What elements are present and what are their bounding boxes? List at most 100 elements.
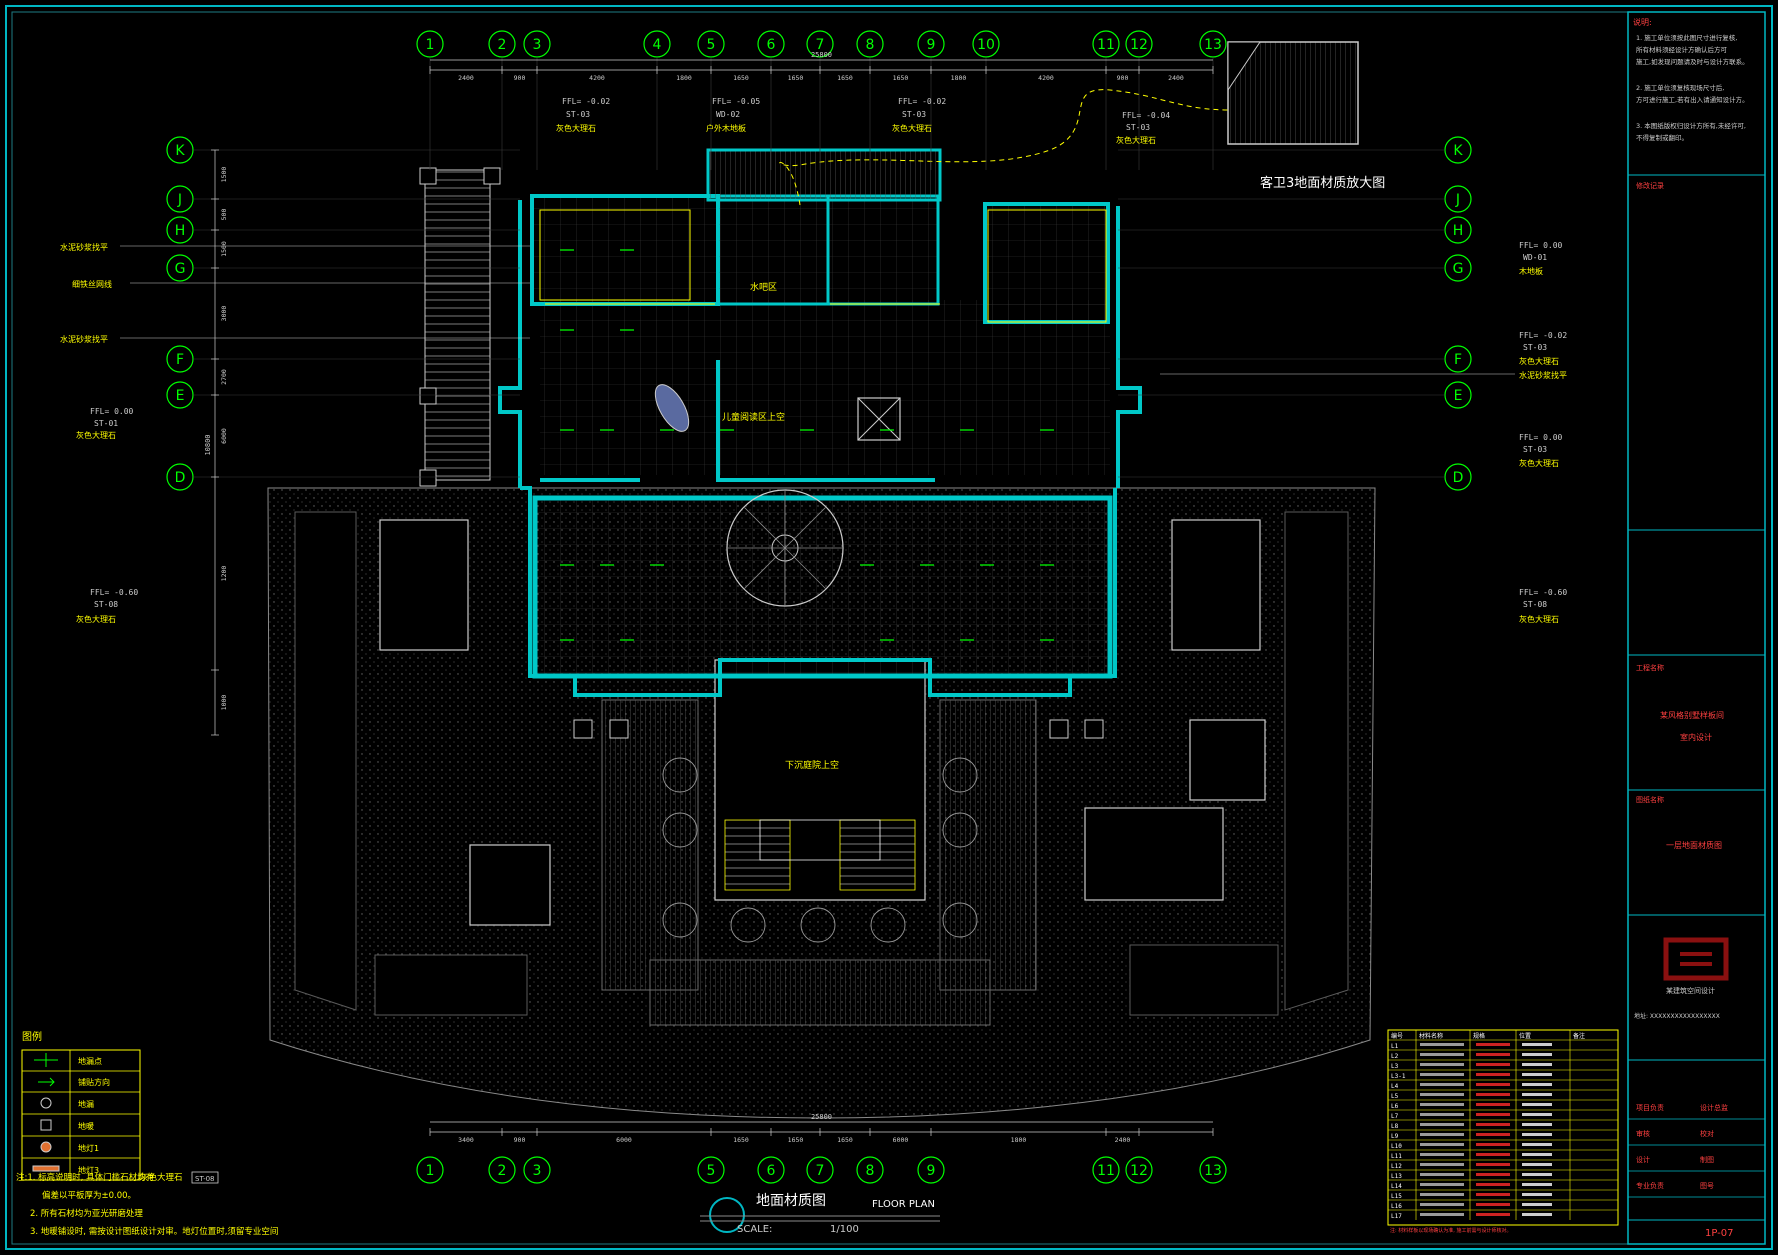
- grid-column-top: 1: [416, 30, 444, 58]
- schedule-swatch: [1476, 1053, 1510, 1056]
- legend-item: 地漏: [78, 1099, 94, 1109]
- tb-role: 审核: [1636, 1129, 1650, 1138]
- dim-value: 1800: [1011, 1136, 1027, 1144]
- schedule-row-code: L9: [1391, 1133, 1399, 1140]
- schedule-swatch: [1420, 1093, 1464, 1096]
- floor-light-icon: [40, 1141, 52, 1153]
- axis-label: G: [175, 261, 186, 277]
- svg-text:FFL= -0.60: FFL= -0.60: [1519, 588, 1567, 597]
- grid-column-bottom: 6: [757, 1156, 785, 1184]
- grid-row-right: G: [1444, 254, 1472, 282]
- schedule-swatch: [1522, 1133, 1552, 1136]
- schedule-swatch: [1522, 1063, 1552, 1066]
- schedule-swatch: [1522, 1073, 1552, 1076]
- schedule-swatch: [1522, 1093, 1552, 1096]
- scale-value: 1/100: [830, 1224, 859, 1235]
- axis-label: F: [1454, 352, 1462, 368]
- axis-label: 6: [767, 1163, 776, 1179]
- schedule-row-code: L17: [1391, 1213, 1402, 1220]
- cross-arrow-icon: [34, 1053, 58, 1067]
- axis-label: E: [176, 388, 185, 404]
- schedule-row-code: L10: [1391, 1143, 1402, 1150]
- grid-column-top: 3: [523, 30, 551, 58]
- schedule-swatch: [1476, 1103, 1510, 1106]
- schedule-row-code: L12: [1391, 1163, 1402, 1170]
- building-plan: [419, 41, 1359, 739]
- note-line: 注:1. 标高说明时, 具体门槛石材均有: [16, 1172, 154, 1183]
- schedule-swatch: [1420, 1153, 1464, 1156]
- axis-label: 2: [498, 37, 507, 53]
- axis-label: J: [177, 192, 182, 208]
- drawing-title: 地面材质图 FLOOR PLAN SCALE: 1/100: [700, 1193, 940, 1235]
- axis-label: D: [1453, 470, 1464, 486]
- grid-row-left: E: [166, 381, 194, 409]
- tb-company: 某建筑空间设计: [1666, 986, 1715, 995]
- axis-label: 3: [533, 1163, 542, 1179]
- axis-label: F: [176, 352, 184, 368]
- svg-text:ST-03: ST-03: [902, 110, 926, 119]
- tb-project-name: 某风格别墅样板间: [1660, 710, 1724, 720]
- schedule-swatch: [1522, 1103, 1552, 1106]
- axis-label: K: [1453, 143, 1463, 159]
- axis-label: H: [175, 223, 186, 239]
- schedule-swatch: [1476, 1143, 1510, 1146]
- svg-text:灰色大理石: 灰色大理石: [556, 123, 596, 133]
- schedule-row-code: L3: [1391, 1063, 1399, 1070]
- schedule-swatch: [1420, 1143, 1464, 1146]
- grid-row-right: J: [1444, 185, 1472, 213]
- svg-text:ST-03: ST-03: [1523, 343, 1547, 352]
- axis-label: G: [1453, 261, 1464, 277]
- schedule-swatch: [1420, 1063, 1464, 1066]
- schedule-swatch: [1476, 1043, 1510, 1046]
- grid-column-top: 6: [757, 30, 785, 58]
- tb-revision: 修改记录: [1636, 181, 1664, 190]
- dim-value: 6000: [893, 1136, 909, 1144]
- tb-note-line: 所有材料须经设计方确认后方可: [1636, 45, 1728, 54]
- axis-label: 10: [977, 37, 995, 53]
- svg-text:FFL= -0.05: FFL= -0.05: [712, 97, 760, 106]
- left-note: 细铁丝网线: [72, 279, 112, 289]
- legend-title: 图例: [22, 1030, 42, 1043]
- dim-value: 2400: [1168, 74, 1184, 82]
- grid-column-bottom: 1: [416, 1156, 444, 1184]
- schedule-header: 规格: [1473, 1032, 1485, 1040]
- dim-value: 1650: [788, 1136, 804, 1144]
- schedule-swatch: [1522, 1203, 1552, 1206]
- dim-value: 3000: [220, 306, 228, 322]
- tb-note-line: 不得复制或翻印。: [1636, 133, 1688, 142]
- legend: 图例 地漏点 铺贴方向 地漏 地暖 地灯1 地灯3: [21, 1030, 141, 1181]
- grid-column-bottom: 13: [1199, 1156, 1227, 1184]
- tb-sheet-no: 1P-07: [1705, 1228, 1734, 1239]
- tb-note-line: 1. 施工单位须按此图尺寸进行复核,: [1636, 33, 1737, 42]
- floor-light-strip-icon: [32, 1165, 60, 1172]
- dim-value: 6000: [616, 1136, 632, 1144]
- grid-row-left: K: [166, 136, 194, 164]
- dim-value: 2700: [220, 369, 228, 385]
- schedule-swatch: [1420, 1213, 1464, 1216]
- svg-text:灰色大理石: 灰色大理石: [892, 123, 932, 133]
- left-note: 水泥砂浆找平: [60, 334, 108, 344]
- grid-row-left: G: [166, 254, 194, 282]
- schedule-swatch: [1476, 1153, 1510, 1156]
- grid-row-right: E: [1444, 381, 1472, 409]
- schedule-row-code: L14: [1391, 1183, 1402, 1190]
- grid-column-bottom: 9: [917, 1156, 945, 1184]
- svg-text:ST-03: ST-03: [1523, 445, 1547, 454]
- note-tag: 灰色大理石: [140, 1172, 183, 1183]
- schedule-row-code: L16: [1391, 1203, 1402, 1210]
- axis-label: E: [1454, 388, 1463, 404]
- tb-note-line: 2. 施工单位须复核现场尺寸后,: [1636, 83, 1724, 92]
- dim-total: 25800: [811, 1113, 832, 1121]
- schedule-swatch: [1522, 1153, 1552, 1156]
- direction-arrow-icon: [38, 1077, 55, 1087]
- grid-column-bottom: 5: [697, 1156, 725, 1184]
- tb-drawing-label: 图纸名称: [1636, 795, 1664, 804]
- dim-value: 1650: [837, 1136, 853, 1144]
